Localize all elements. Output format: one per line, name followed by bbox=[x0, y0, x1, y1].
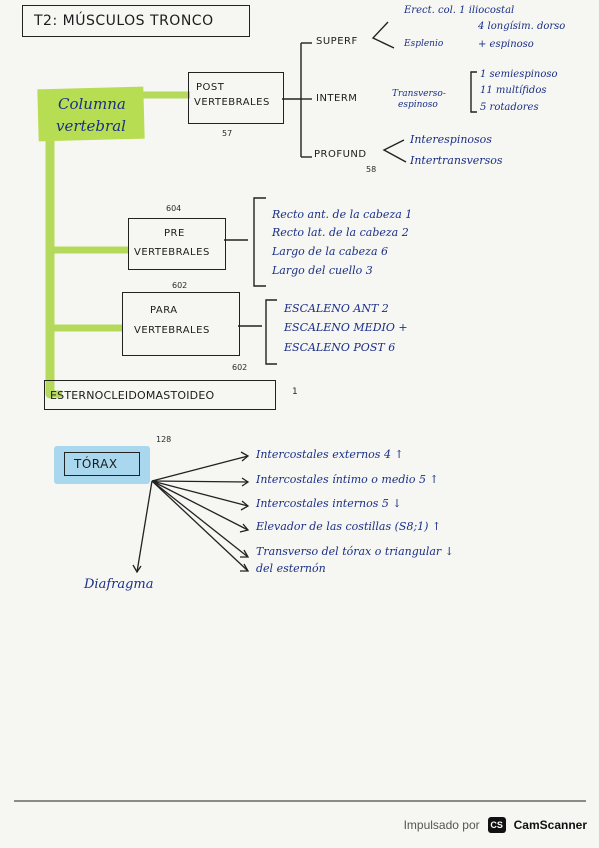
torax-item-4: Elevador de las costillas (S8;1) ↑ bbox=[256, 520, 442, 533]
camscanner-logo-icon: CS bbox=[487, 817, 506, 833]
interm-label: INTERM bbox=[316, 93, 358, 104]
para-page-number: 602 bbox=[232, 363, 248, 372]
torax-box bbox=[64, 452, 140, 476]
torax-page-number: 128 bbox=[156, 435, 172, 444]
torax-item-1: Intercostales externos 4 ↑ bbox=[256, 448, 404, 461]
pre-item-4: Largo del cuello 3 bbox=[272, 264, 373, 277]
torax-item-2: Intercostales íntimo o medio 5 ↑ bbox=[256, 473, 439, 486]
post-vertebrales-label-line1: POST bbox=[196, 82, 225, 93]
torax-label: TÓRAX bbox=[74, 457, 118, 471]
pre-item-1: Recto ant. de la cabeza 1 bbox=[272, 208, 413, 221]
ecm-number: 1 bbox=[292, 387, 298, 397]
pre-item-3: Largo de la cabeza 6 bbox=[272, 245, 389, 258]
superf-item-3: Esplenio bbox=[404, 39, 444, 49]
interm-item-2: 11 multífidos bbox=[480, 85, 547, 96]
interm-item-3: 5 rotadores bbox=[480, 102, 539, 113]
para-vertebrales-box bbox=[122, 292, 240, 356]
para-vertebrales-label-line2: VERTEBRALES bbox=[134, 325, 210, 336]
ecm-box bbox=[44, 380, 276, 410]
torax-item-3: Intercostales internos 5 ↓ bbox=[256, 497, 402, 510]
para-item-2: ESCALENO MEDIO + bbox=[284, 321, 408, 334]
post-vertebrales-label-line2: VERTEBRALES bbox=[194, 97, 270, 108]
superf-item-2: 4 longísim. dorso bbox=[478, 21, 566, 32]
superf-item-1: Erect. col. 1 iliocostal bbox=[404, 5, 515, 16]
columna-label-line2: vertebral bbox=[56, 117, 126, 135]
camscanner-footer: Impulsado por CS CamScanner bbox=[404, 817, 587, 833]
pre-vertebrales-label-line1: PRE bbox=[164, 228, 185, 239]
profund-item-2: Intertransversos bbox=[410, 154, 503, 167]
diafragma-label: Diafragma bbox=[84, 577, 154, 592]
columna-label-line1: Columna bbox=[58, 95, 126, 113]
pre-page-number-bottom: 602 bbox=[172, 281, 188, 290]
title-box bbox=[22, 5, 250, 37]
para-item-1: ESCALENO ANT 2 bbox=[284, 302, 389, 315]
post-page-number: 57 bbox=[222, 129, 233, 138]
profund-label: PROFUND bbox=[314, 149, 367, 160]
page-title: T2: MÚSCULOS TRONCO bbox=[34, 13, 214, 29]
torax-item-5: Transverso del tórax o triangular ↓ bbox=[256, 545, 454, 558]
torax-item-5-line2: del esternón bbox=[256, 562, 326, 575]
footer-text: Impulsado por bbox=[403, 818, 480, 832]
pre-item-2: Recto lat. de la cabeza 2 bbox=[272, 226, 409, 239]
post-vertebrales-box bbox=[188, 72, 284, 124]
interm-group-line2: espinoso bbox=[398, 100, 438, 110]
pre-vertebrales-box bbox=[128, 218, 226, 270]
interm-group-line1: Transverso- bbox=[392, 89, 446, 99]
pre-page-number-top: 604 bbox=[166, 204, 182, 213]
profund-page-number: 58 bbox=[366, 165, 377, 174]
superf-label: SUPERF bbox=[316, 36, 358, 47]
footer-rule bbox=[14, 800, 586, 802]
pre-vertebrales-label-line2: VERTEBRALES bbox=[134, 247, 210, 258]
para-vertebrales-label-line1: PARA bbox=[150, 305, 178, 316]
interm-item-1: 1 semiespinoso bbox=[480, 69, 558, 80]
superf-item-4: + espinoso bbox=[478, 39, 534, 50]
camscanner-brand: CamScanner bbox=[513, 818, 587, 832]
ecm-label: ESTERNOCLEIDOMASTOIDEO bbox=[50, 389, 215, 402]
para-item-3: ESCALENO POST 6 bbox=[284, 341, 396, 354]
profund-item-1: Interespinosos bbox=[410, 133, 492, 146]
